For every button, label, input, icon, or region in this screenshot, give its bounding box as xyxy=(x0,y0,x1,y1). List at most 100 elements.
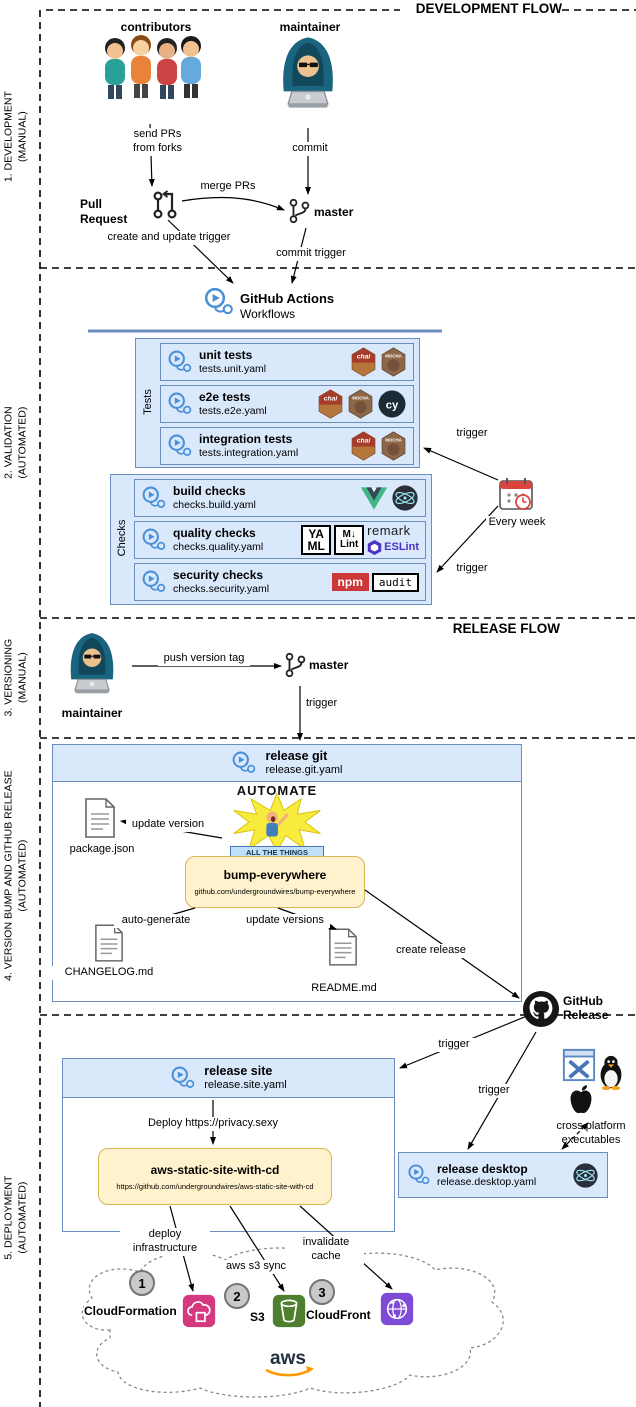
commit-trigger-label: commit trigger xyxy=(272,247,350,261)
workflow-title: security checks xyxy=(173,568,264,583)
aws-logo xyxy=(258,1342,318,1382)
release-flow-title: RELEASE FLOW xyxy=(398,621,560,638)
deploy-url-label: Deploy https://privacy.sexy xyxy=(138,1117,288,1131)
mocha-icon xyxy=(347,389,374,419)
automate-all-the-things-meme: AUTOMATE ALL THE THINGS xyxy=(222,783,332,861)
aws-s3-sync-label: aws s3 sync xyxy=(218,1260,294,1274)
cloudformation-label: CloudFormation xyxy=(84,1304,180,1319)
chai-icon xyxy=(350,431,377,461)
workflow-title: release site xyxy=(204,1063,273,1078)
changelog-icon xyxy=(94,924,124,962)
release-git-header: release git release.git.yaml xyxy=(52,744,522,782)
trigger-checks-label: trigger xyxy=(450,562,494,576)
workflow-file: checks.quality.yaml xyxy=(173,540,264,553)
step-circle-1: 1 xyxy=(129,1270,155,1296)
master-label: master xyxy=(309,658,359,673)
create-release-label: create release xyxy=(390,944,472,958)
workflow-file: checks.security.yaml xyxy=(173,582,270,595)
workflow-title: integration tests xyxy=(199,432,293,447)
update-versions-label: update versions xyxy=(240,914,330,928)
step-circle-2: 2 xyxy=(224,1283,250,1309)
github-actions-icon xyxy=(203,286,235,318)
checks-group-label: Checks xyxy=(116,519,128,557)
eslint-hexagon-icon xyxy=(367,539,382,556)
cloudfront-label: CloudFront xyxy=(306,1308,378,1323)
workflow-title: unit tests xyxy=(199,348,253,363)
section-label-validation: 2. VALIDATION(AUTOMATED) xyxy=(2,406,28,479)
mocha-icon xyxy=(380,431,407,461)
s3-label: S3 xyxy=(250,1310,270,1325)
workflow-row-build-checks: build checks checks.build.yaml xyxy=(134,479,426,517)
workflow-file: tests.integration.yaml xyxy=(199,446,299,459)
readme-label: README.md xyxy=(296,982,392,996)
workflow-title: release git xyxy=(265,748,328,763)
merge-prs-label: merge PRs xyxy=(196,180,260,194)
tests-group-label: Tests xyxy=(142,389,154,415)
aws-static-site-url: https://github.com/undergroundwires/aws-… xyxy=(116,1181,314,1191)
development-flow-title: DEVELOPMENT FLOW xyxy=(400,1,562,18)
cypress-icon xyxy=(377,389,407,419)
github-actions-icon xyxy=(170,1065,196,1091)
contributors-icon xyxy=(92,32,204,120)
chai-icon xyxy=(317,389,344,419)
windows-executable-icon xyxy=(562,1048,596,1082)
github-actions-icon xyxy=(231,750,257,776)
apple-icon xyxy=(568,1084,594,1116)
chai-icon xyxy=(350,347,377,377)
section-label-versioning: 3. VERSIONING(MANUAL) xyxy=(2,638,28,717)
s3-icon xyxy=(272,1294,306,1328)
workflow-row-unit-tests: unit tests tests.unit.yaml xyxy=(160,343,414,381)
github-release-icon xyxy=(522,990,560,1028)
vue-icon xyxy=(360,486,388,511)
github-actions-icon xyxy=(167,391,193,417)
contributors-label: contributors xyxy=(108,20,204,35)
maintainer-label: maintainer xyxy=(278,20,342,35)
workflow-row-security-checks: security checks checks.security.yaml npm… xyxy=(134,563,426,601)
pull-request-label: Pull Request xyxy=(80,197,152,227)
maintainer-icon xyxy=(58,630,126,704)
electron-icon xyxy=(572,1162,599,1189)
workflow-file: release.desktop.yaml xyxy=(437,1175,537,1188)
every-week-label: Every week xyxy=(486,516,548,530)
package-json-icon xyxy=(84,798,116,838)
workflows-label: Workflows xyxy=(240,307,296,321)
trigger-label: trigger xyxy=(306,697,346,711)
git-branch-icon-master xyxy=(284,652,306,678)
release-desktop-box: release desktop release.desktop.yaml xyxy=(398,1152,608,1198)
pull-request-icon xyxy=(152,190,178,220)
auto-generate-label: auto-generate xyxy=(114,914,198,928)
github-release-label-1: GitHub xyxy=(563,994,603,1008)
github-actions-icon xyxy=(407,1163,431,1187)
meme-starburst-icon xyxy=(232,793,322,851)
update-version-label: update version xyxy=(126,818,210,832)
aws-static-site-with-cd-box: aws-static-site-with-cd https://github.c… xyxy=(98,1148,332,1205)
remark-icon: remark xyxy=(367,523,411,538)
maintainer-label: maintainer xyxy=(52,706,132,721)
workflow-title: e2e tests xyxy=(199,390,251,405)
cloudformation-icon xyxy=(182,1294,216,1328)
readme-icon xyxy=(328,928,358,966)
workflow-title: quality checks xyxy=(173,526,256,541)
electron-icon xyxy=(391,484,419,512)
workflow-file: tests.unit.yaml xyxy=(199,362,267,375)
github-actions-icon xyxy=(141,527,167,553)
github-actions-icon xyxy=(167,433,193,459)
workflow-title: release desktop xyxy=(437,1161,528,1176)
release-site-header: release site release.site.yaml xyxy=(62,1058,395,1098)
step-circle-3: 3 xyxy=(309,1279,335,1305)
npm-audit-icon: audit xyxy=(371,572,419,592)
aws-static-site-title: aws-static-site-with-cd xyxy=(150,1162,280,1177)
commit-label: commit xyxy=(285,142,335,156)
section-label-deployment: 5. DEPLOYMENT(AUTOMATED) xyxy=(2,1175,28,1260)
bump-everywhere-title: bump-everywhere xyxy=(223,868,327,882)
workflow-file: tests.e2e.yaml xyxy=(199,404,267,417)
github-actions-icon xyxy=(141,569,167,595)
github-actions-icon xyxy=(167,349,193,375)
trigger-site-label: trigger xyxy=(432,1038,476,1052)
github-release-label-2: Release xyxy=(563,1008,609,1022)
workflow-file: release.site.yaml xyxy=(204,1078,287,1091)
git-branch-icon-master xyxy=(288,198,310,224)
workflow-title: build checks xyxy=(173,484,246,499)
